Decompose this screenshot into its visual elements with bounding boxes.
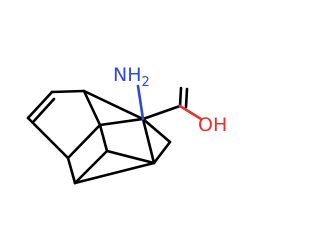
carboxyl-double-bond-main	[178, 86, 183, 108]
bond-left-lower	[66, 156, 77, 185]
amine-label: NH2	[113, 64, 150, 90]
amine-bond	[136, 84, 145, 121]
bond-to-carboxyl	[141, 104, 182, 121]
hydroxyl-label: OH	[198, 114, 227, 136]
bond-ring-right	[152, 140, 172, 165]
carboxyl-double-bond-second	[184, 87, 189, 109]
bond-ring-top-right	[141, 117, 172, 144]
bond-center-lower	[98, 123, 109, 153]
bond-alkene-right-bridge	[50, 89, 86, 94]
bond-left-inner	[66, 123, 102, 160]
bond-quaternary-ring	[141, 117, 156, 165]
bond-bridge-to-quaternary	[82, 89, 145, 121]
bond-lines	[26, 84, 203, 185]
bond-center-to-quaternary	[98, 117, 145, 127]
bond-alkene-left-bridge	[26, 116, 70, 160]
alkene-bond-outer	[26, 90, 54, 120]
bond-lower-left	[73, 149, 109, 185]
molecule-structure: NH2 OH	[26, 64, 227, 185]
alkene-bond-inner	[32, 97, 56, 123]
carboxyl-oh-bond	[178, 104, 203, 121]
bond-center-right	[105, 149, 156, 165]
lower-bridge-bond	[73, 161, 156, 185]
bond-top-bridge	[82, 89, 102, 127]
